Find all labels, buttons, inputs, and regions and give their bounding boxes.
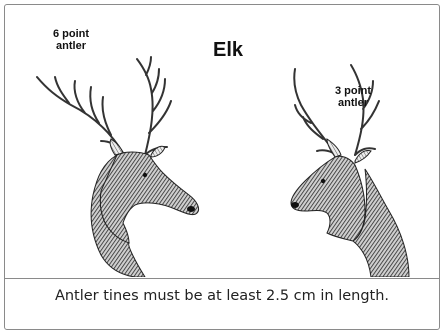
caption-divider	[5, 278, 439, 279]
figure-caption: Antler tines must be at least 2.5 cm in …	[5, 288, 439, 304]
six-point-label-line2: antler	[31, 40, 111, 52]
six-point-label-line1: 6 point	[31, 28, 111, 40]
three-point-antlers	[294, 65, 379, 155]
six-point-antlers	[37, 57, 171, 155]
three-point-label-line2: antler	[323, 97, 383, 109]
figure-title: Elk	[213, 39, 243, 62]
figure-card: Elk 6 point antler 3 point antler Antler…	[4, 4, 440, 330]
three-point-antler-label: 3 point antler	[323, 85, 383, 109]
three-point-label-line1: 3 point	[323, 85, 383, 97]
three-point-elk-head	[291, 139, 409, 277]
six-point-antler-elk	[37, 57, 199, 277]
six-point-antler-label: 6 point antler	[31, 28, 111, 52]
six-point-elk-head	[91, 139, 199, 277]
